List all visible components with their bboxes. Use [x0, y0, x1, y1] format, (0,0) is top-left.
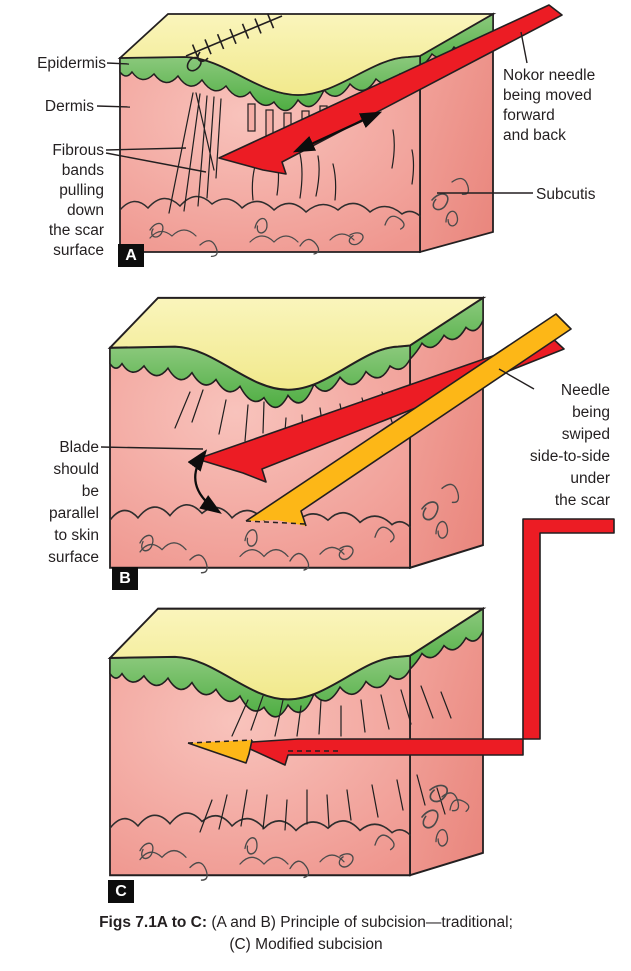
caption-line-1-text: (A and B) Principle of subcision—traditi… [207, 914, 513, 931]
modified-needle-icon [236, 518, 615, 766]
label-nokor-needle: Nokor needle being moved forward and bac… [503, 67, 596, 144]
panel-c-skin-block [110, 518, 615, 881]
label-dermis: Dermis [44, 98, 94, 115]
panel-b-skin-block [100, 298, 572, 574]
figure-caption: Figs 7.1A to C: (A and B) Principle of s… [0, 912, 612, 956]
forward-back-arrow [292, 111, 383, 153]
panel-badge-c: C [108, 880, 134, 903]
panel-a-skin-block [96, 4, 563, 258]
panel-badge-a: A [118, 244, 144, 267]
swiped-blade-icon [245, 313, 572, 527]
label-blade-parallel: Blade should be parallel to skin surface [48, 439, 99, 566]
panel-b-pointer-lines [100, 368, 535, 450]
caption-figure-number: Figs 7.1A to C: [99, 914, 208, 931]
lower-strands [199, 774, 446, 833]
label-fibrous-bands: Fibrous bands pulling down the scar surf… [48, 142, 104, 259]
panel-badge-b: B [112, 567, 138, 590]
label-subcutis: Subcutis [536, 186, 596, 203]
panel-a-pointer-lines [96, 31, 533, 194]
caption-line-1: Figs 7.1A to C: (A and B) Principle of s… [0, 912, 612, 934]
label-needle-swiped: Needle being swiped side-to-side under t… [529, 382, 610, 509]
upper-strands [231, 685, 452, 737]
fibrous-bands-icon [168, 92, 222, 214]
swipe-arc-arrow [187, 449, 222, 514]
caption-line-2: (C) Modified subcision [229, 936, 383, 953]
swipe-arrowhead-icon [187, 739, 253, 764]
label-epidermis: Epidermis [37, 55, 106, 72]
dermal-strands [251, 129, 415, 201]
suture-icon [185, 13, 283, 72]
